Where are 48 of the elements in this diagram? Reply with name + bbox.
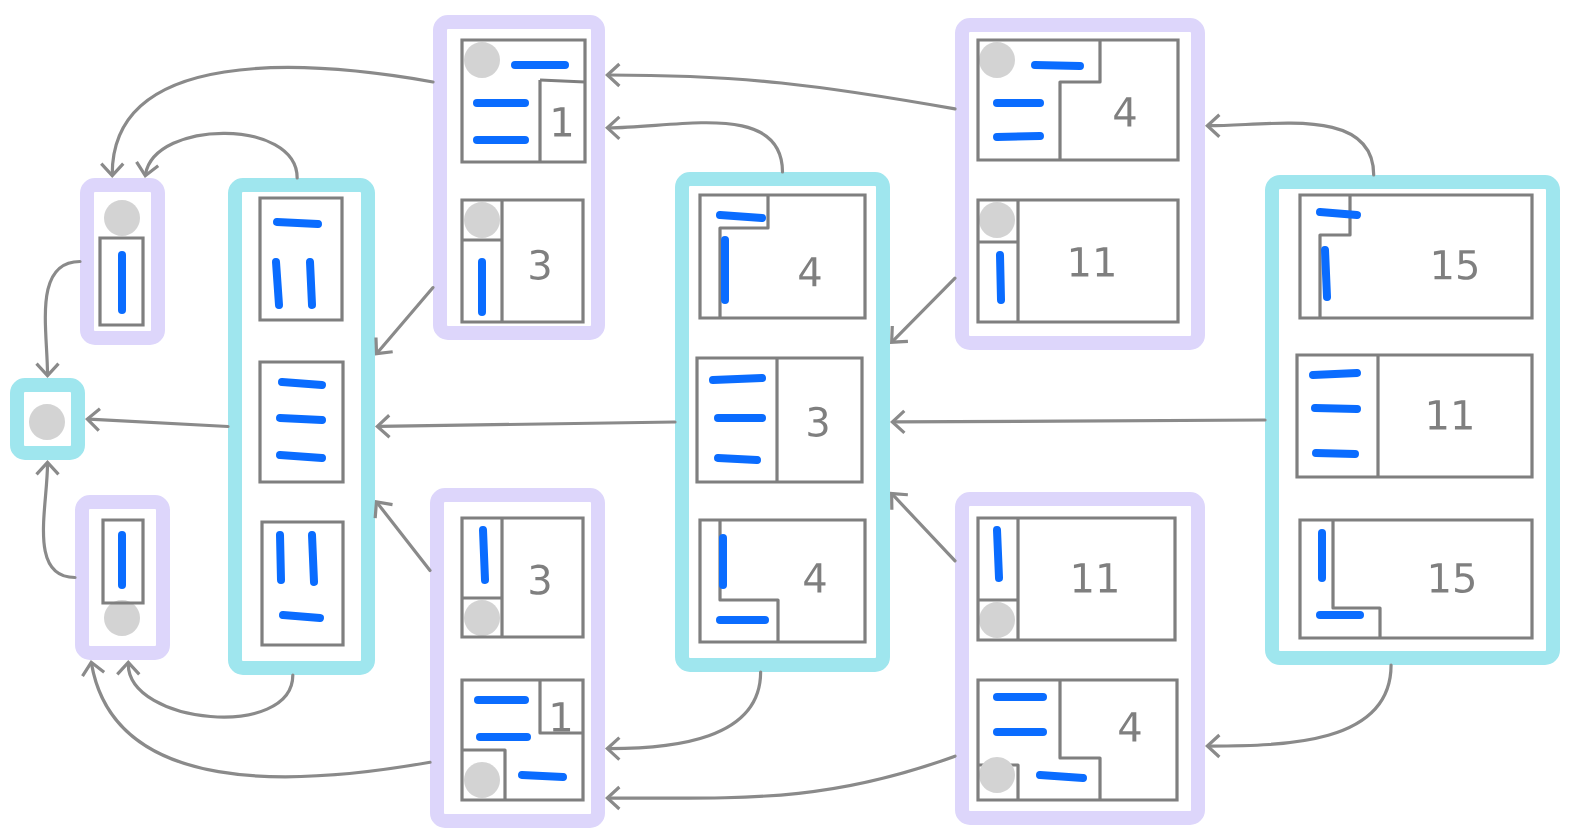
group-frame — [228, 178, 375, 675]
group-frame — [433, 15, 605, 340]
puzzle-tile — [98, 236, 145, 327]
arrow — [605, 670, 763, 761]
arrow — [605, 115, 785, 174]
arrow — [1205, 113, 1376, 177]
group-frame — [75, 495, 170, 660]
puzzle-tile: 3 — [460, 516, 585, 639]
arrow — [374, 285, 435, 356]
arrow — [35, 460, 77, 580]
arrow — [890, 491, 957, 563]
puzzle-tile: 11 — [976, 198, 1180, 324]
puzzle-tile: 1 — [460, 678, 585, 802]
group-frame — [675, 172, 890, 672]
group-frame — [955, 18, 1205, 350]
puzzle-tile: 4 — [976, 678, 1179, 802]
puzzle-tile: 1 — [460, 38, 587, 164]
puzzle-tile — [260, 520, 345, 647]
puzzle-tile — [258, 196, 344, 322]
puzzle-tile — [258, 360, 345, 484]
puzzle-tile: 3 — [460, 198, 585, 324]
group-frame — [955, 492, 1205, 825]
arrow — [373, 500, 432, 573]
group-frame — [1265, 175, 1560, 665]
arrow — [890, 409, 1267, 435]
puzzle-tile: 11 — [976, 516, 1177, 642]
arrow — [1205, 663, 1393, 759]
group-frame — [430, 488, 605, 828]
arrow — [81, 660, 432, 779]
arrow — [890, 276, 957, 344]
arrow — [85, 407, 230, 432]
group-frame — [80, 178, 165, 345]
group-frame — [10, 378, 85, 460]
arrow — [35, 259, 82, 378]
arrow — [605, 62, 957, 111]
puzzle-tile: 15 — [1298, 193, 1534, 320]
arrow — [135, 131, 299, 180]
puzzle-tile: 4 — [976, 38, 1180, 162]
puzzle-tile: 4 — [698, 193, 867, 320]
puzzle-tile: 15 — [1298, 518, 1534, 640]
puzzle-tile — [101, 518, 145, 605]
arrow — [375, 414, 677, 439]
arrow — [605, 754, 957, 811]
puzzle-tile: 3 — [695, 356, 864, 484]
arrow — [116, 660, 295, 719]
puzzle-tile: 11 — [1295, 353, 1534, 479]
puzzle-tile: 4 — [698, 518, 867, 644]
arrow — [100, 66, 435, 178]
